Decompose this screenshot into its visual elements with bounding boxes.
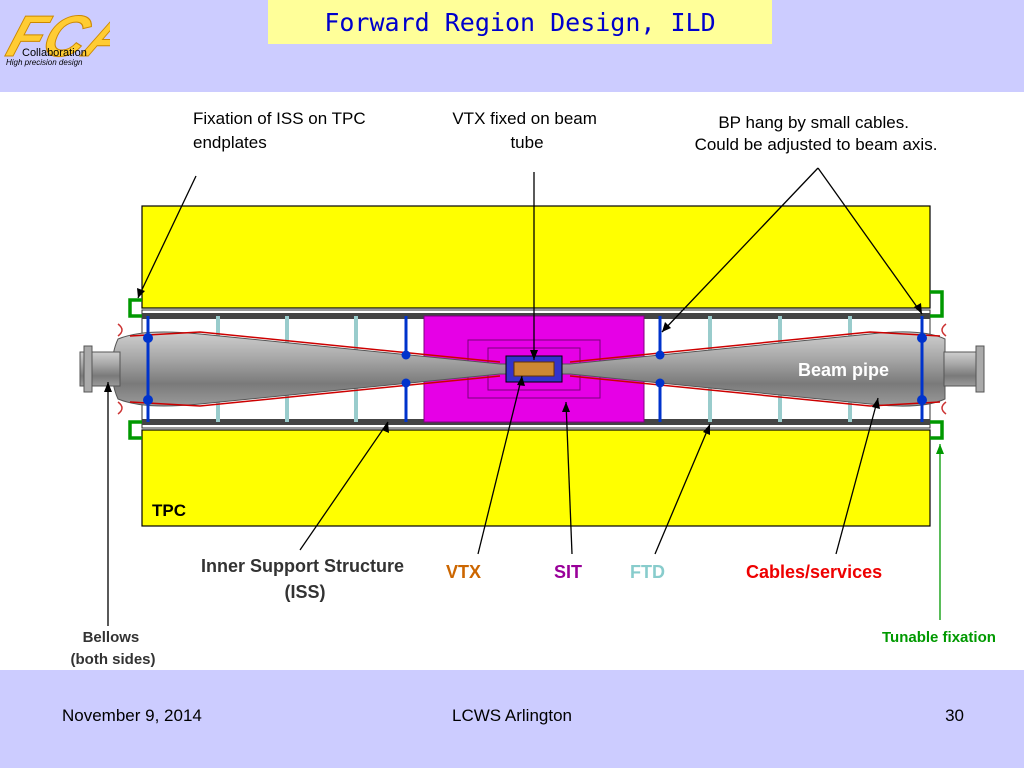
svg-text:FCAL: FCAL <box>0 3 110 68</box>
tunable-fixation-label: Tunable fixation <box>882 629 996 646</box>
footer-page-number: 30 <box>945 706 964 725</box>
bellows-right <box>941 323 947 415</box>
bellows-left <box>117 323 123 415</box>
leader-arrowheads <box>104 288 922 435</box>
footer-date: November 9, 2014 <box>62 706 202 725</box>
bp-hang-label: BP hang by small cables. Could be adjust… <box>695 113 938 154</box>
tpc-label: TPC <box>152 501 186 520</box>
tunable-fixations <box>128 290 944 440</box>
fcal-logo-letters: FCAL <box>0 3 110 69</box>
beam-pipe-flange-left-end <box>83 345 93 393</box>
tpc-lower-block <box>141 429 931 527</box>
tpc-upper-block <box>141 205 931 309</box>
iss-fixation-label: Fixation of ISS on TPC endplates <box>193 109 370 152</box>
title-box: Forward Region Design, ILD <box>268 0 772 44</box>
support-nodes <box>143 333 927 405</box>
iss-label: Inner Support Structure (ISS) <box>201 556 409 602</box>
tunable-leader-arrowhead <box>936 444 944 454</box>
vtx-label: VTX <box>446 562 481 582</box>
leader-lines <box>107 167 923 626</box>
bellows-label: Bellows (both sides) <box>71 629 156 668</box>
forward-region-diagram: TPC Beam pipe <box>71 109 996 668</box>
beam-pipe-flange-right-end <box>975 345 985 393</box>
page-title: Forward Region Design, ILD <box>324 7 716 37</box>
cables-label: Cables/services <box>746 562 882 582</box>
logo-tag: High precision design <box>6 58 83 67</box>
footer-event: LCWS Arlington <box>452 706 572 725</box>
diagram-panel: TPC Beam pipe <box>0 92 1024 670</box>
vtx-core <box>513 361 555 377</box>
cables-lines <box>129 331 941 407</box>
sit-label: SIT <box>554 562 582 582</box>
fcal-logo: FCAL Collaboration High precision design <box>0 3 110 69</box>
vtx-fixed-label: VTX fixed on beam tube <box>452 109 601 152</box>
ftd-label: FTD <box>630 562 665 582</box>
logo-sub: Collaboration <box>22 47 87 59</box>
beam-pipe-label: Beam pipe <box>798 360 889 380</box>
